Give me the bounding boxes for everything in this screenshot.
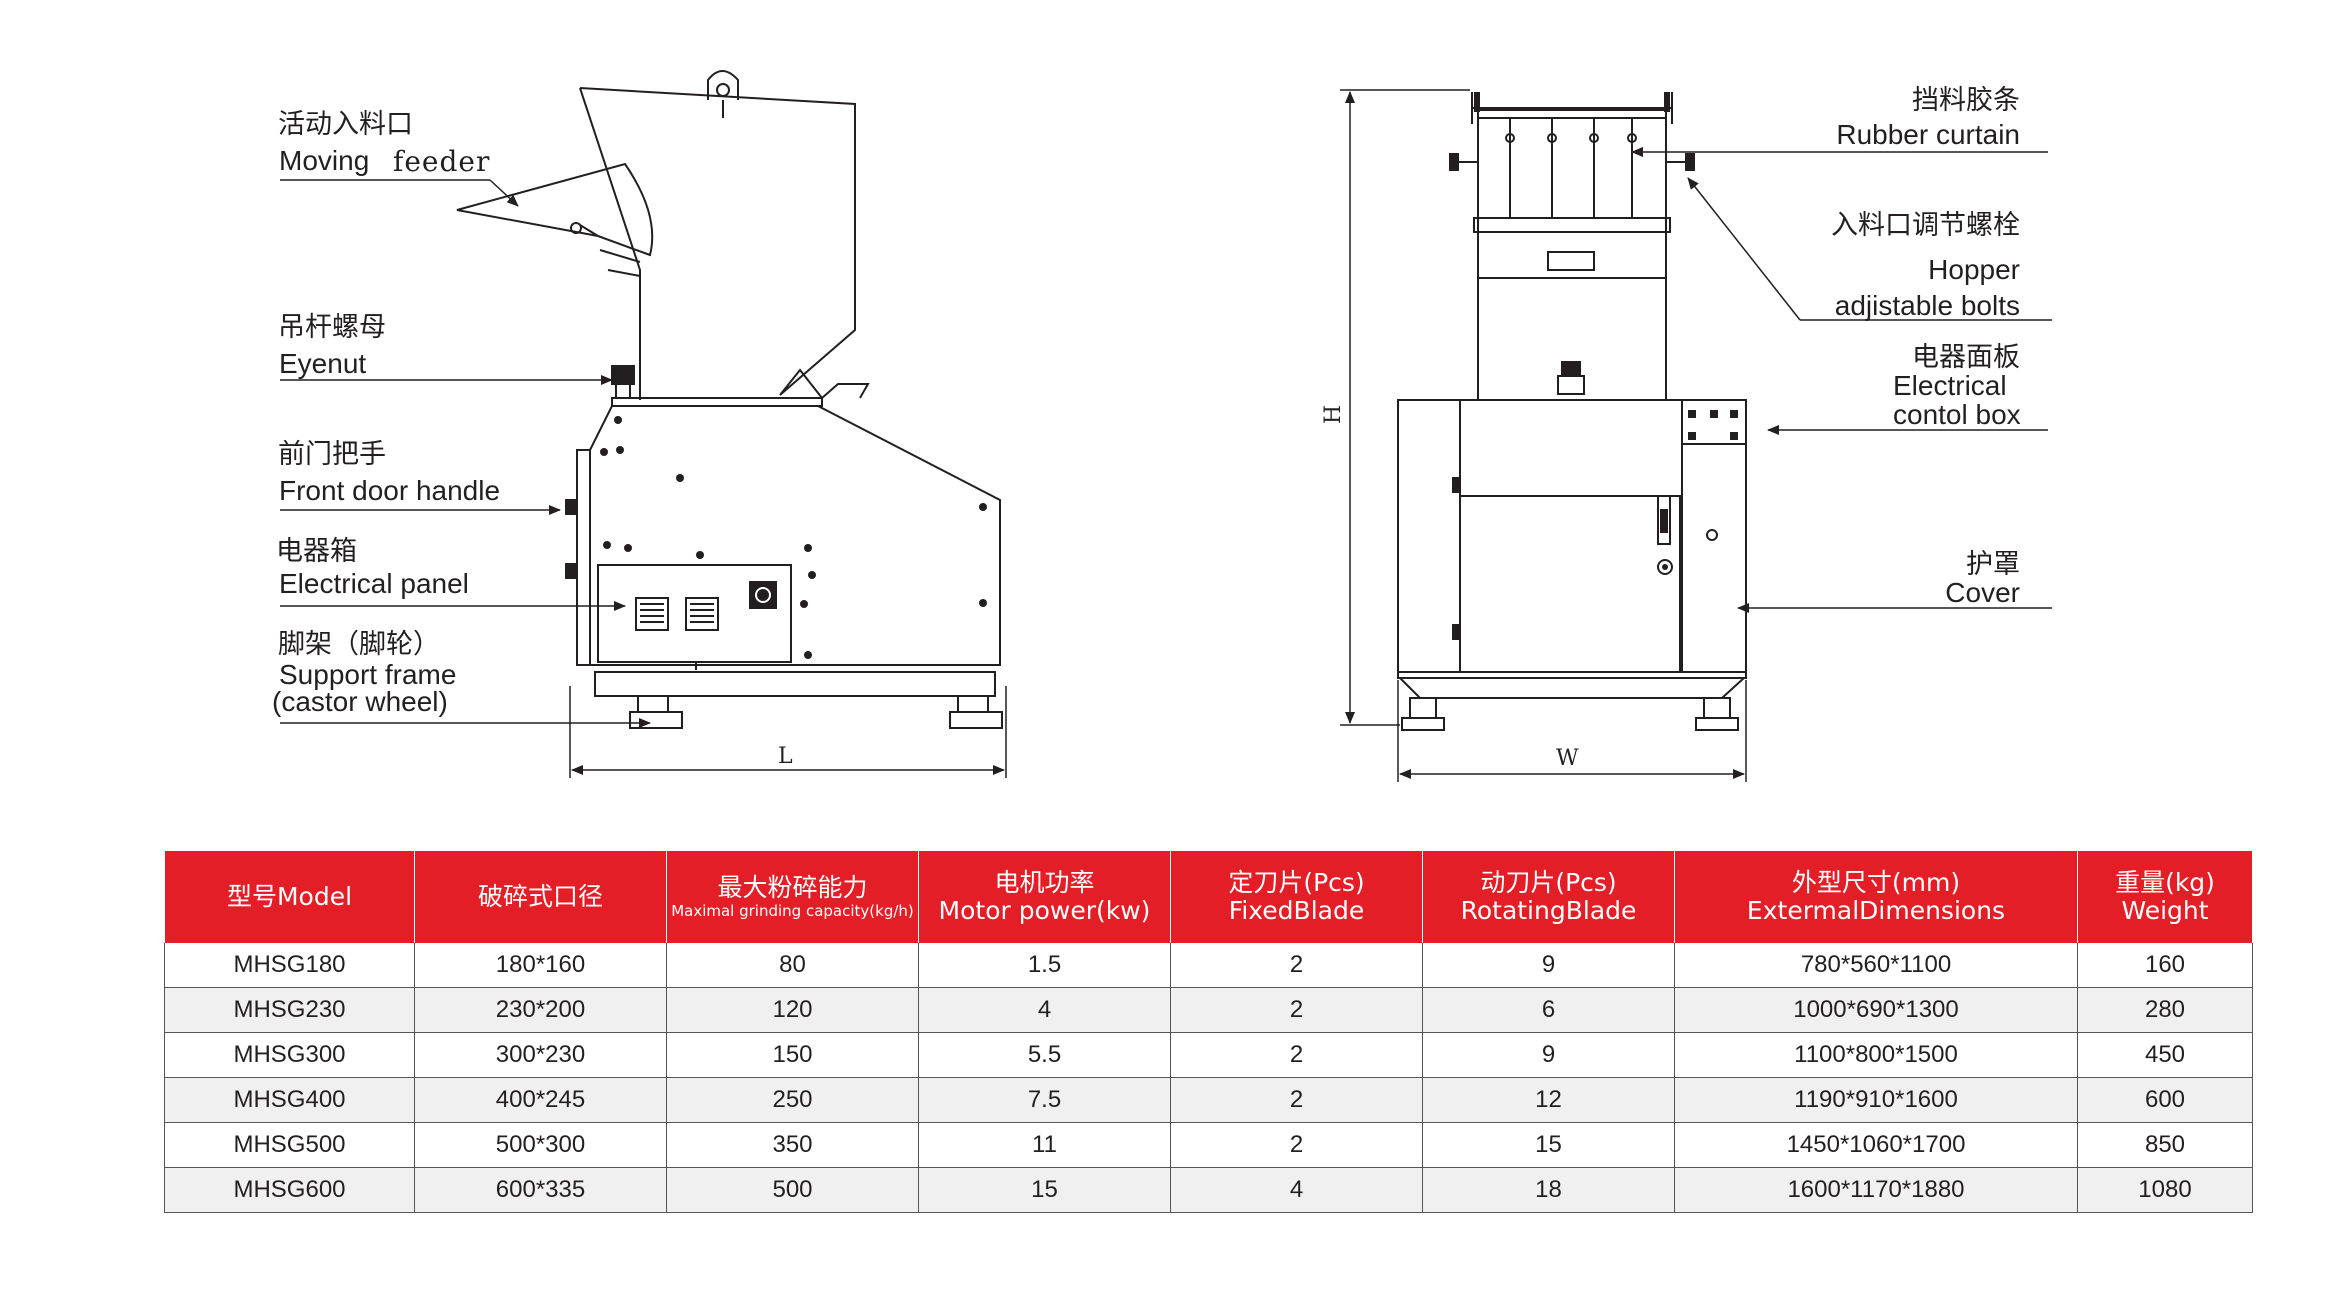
cell-fixed-blade: 2 <box>1170 1077 1423 1123</box>
moving-feeder-label-cn: 活动入料口 <box>278 109 413 140</box>
electrical-box-label-en2: contol box <box>1893 399 2021 430</box>
cell-fixed-blade: 2 <box>1170 1122 1423 1168</box>
header-weight: 重量(kg)Weight <box>2077 850 2253 943</box>
support-frame-label-en2: (castor wheel) <box>272 686 448 717</box>
table-row: MHSG500 500*300 350 11 2 15 1450*1060*17… <box>164 1122 2253 1168</box>
cell-fixed-blade: 2 <box>1170 942 1423 988</box>
electrical-panel-label-cn: 电器箱 <box>276 536 357 567</box>
cell-power: 4 <box>918 987 1171 1033</box>
moving-feeder-label-en: Moving <box>279 145 370 176</box>
front-view-leaders <box>1631 147 2052 613</box>
eyenut-label-cn: 吊杆螺母 <box>278 312 386 343</box>
cover-label-en: Cover <box>1945 577 2020 608</box>
cell-power: 1.5 <box>918 942 1171 988</box>
cell-power: 15 <box>918 1167 1171 1213</box>
cell-dimensions: 1450*1060*1700 <box>1674 1122 2078 1168</box>
cell-power: 11 <box>918 1122 1171 1168</box>
cell-model: MHSG230 <box>164 987 415 1033</box>
cell-rotating-blade: 9 <box>1422 1032 1675 1078</box>
hopper-bolts-label-en: Hopper <box>1928 254 2020 285</box>
cell-capacity: 150 <box>666 1032 919 1078</box>
cell-rotating-blade: 18 <box>1422 1167 1675 1213</box>
cell-weight: 1080 <box>2077 1167 2253 1213</box>
front-door-handle-label-cn: 前门把手 <box>278 439 386 470</box>
front-view-machine <box>1340 89 1747 782</box>
cell-fixed-blade: 2 <box>1170 987 1423 1033</box>
cell-power: 5.5 <box>918 1032 1171 1078</box>
technical-drawing: 活动入料口 Moving feeder 吊杆螺母 Eyenut 前门把手 Fro… <box>272 70 2052 782</box>
cell-rotating-blade: 15 <box>1422 1122 1675 1168</box>
cell-model: MHSG180 <box>164 942 415 988</box>
side-view-leaders <box>280 179 651 728</box>
cover-label-cn: 护罩 <box>1966 549 2020 580</box>
cell-capacity: 120 <box>666 987 919 1033</box>
electrical-panel-label-en: Electrical panel <box>279 568 469 599</box>
hopper-bolts-label-cn: 入料口调节螺栓 <box>1831 210 2020 241</box>
dimension-h-label: H <box>1321 404 1347 425</box>
cell-dimensions: 1600*1170*1880 <box>1674 1167 2078 1213</box>
cell-model: MHSG500 <box>164 1122 415 1168</box>
machine-drawing-svg <box>280 70 2052 782</box>
rubber-curtain-label-en: Rubber curtain <box>1836 119 2020 150</box>
cell-chamber: 400*245 <box>414 1077 667 1123</box>
side-view-machine <box>456 70 1007 778</box>
cell-model: MHSG300 <box>164 1032 415 1078</box>
cell-rotating-blade: 12 <box>1422 1077 1675 1123</box>
cell-chamber: 180*160 <box>414 942 667 988</box>
cell-capacity: 250 <box>666 1077 919 1123</box>
cell-chamber: 230*200 <box>414 987 667 1033</box>
support-frame-label-cn: 脚架（脚轮） <box>278 629 440 660</box>
cell-rotating-blade: 6 <box>1422 987 1675 1033</box>
table-row: MHSG400 400*245 250 7.5 2 12 1190*910*16… <box>164 1077 2253 1123</box>
cell-weight: 160 <box>2077 942 2253 988</box>
cell-capacity: 350 <box>666 1122 919 1168</box>
cell-model: MHSG400 <box>164 1077 415 1123</box>
cell-capacity: 500 <box>666 1167 919 1213</box>
cell-chamber: 500*300 <box>414 1122 667 1168</box>
cell-dimensions: 1100*800*1500 <box>1674 1032 2078 1078</box>
cell-weight: 450 <box>2077 1032 2253 1078</box>
header-fixed-blade: 定刀片(Pcs)FixedBlade <box>1170 850 1423 943</box>
table-row: MHSG230 230*200 120 4 2 6 1000*690*1300 … <box>164 987 2253 1033</box>
front-door-handle-label-en: Front door handle <box>279 475 501 506</box>
table-row: MHSG300 300*230 150 5.5 2 9 1100*800*150… <box>164 1032 2253 1078</box>
cell-weight: 280 <box>2077 987 2253 1033</box>
cell-rotating-blade: 9 <box>1422 942 1675 988</box>
header-model: 型号Model <box>164 850 415 943</box>
header-crushing-chamber: 破碎式口径 <box>414 850 667 943</box>
cell-dimensions: 1190*910*1600 <box>1674 1077 2078 1123</box>
dimension-w-label: W <box>1556 746 1579 771</box>
cell-power: 7.5 <box>918 1077 1171 1123</box>
cell-dimensions: 780*560*1100 <box>1674 942 2078 988</box>
cell-chamber: 300*230 <box>414 1032 667 1078</box>
cell-weight: 850 <box>2077 1122 2253 1168</box>
electrical-box-label-cn: 电器面板 <box>1912 342 2020 373</box>
hopper-bolts-label-en2: adjistable bolts <box>1834 290 2020 321</box>
header-rotating-blade: 动刀片(Pcs)RotatingBlade <box>1422 850 1675 943</box>
support-frame-label-en: Support frame <box>279 659 457 690</box>
table-row: MHSG180 180*160 80 1.5 2 9 780*560*1100 … <box>164 942 2253 988</box>
cell-fixed-blade: 2 <box>1170 1032 1423 1078</box>
table-row: MHSG600 600*335 500 15 4 18 1600*1170*18… <box>164 1167 2253 1213</box>
eyenut-label-en: Eyenut <box>279 348 367 379</box>
cell-fixed-blade: 4 <box>1170 1167 1423 1213</box>
cell-chamber: 600*335 <box>414 1167 667 1213</box>
dimension-l-label: L <box>778 744 793 769</box>
cell-capacity: 80 <box>666 942 919 988</box>
electrical-box-label-en: Electrical <box>1893 370 2007 401</box>
moving-feeder-label-en2: feeder <box>393 145 491 178</box>
rubber-curtain-label-cn: 挡料胶条 <box>1912 85 2020 116</box>
cell-dimensions: 1000*690*1300 <box>1674 987 2078 1033</box>
cell-model: MHSG600 <box>164 1167 415 1213</box>
cell-weight: 600 <box>2077 1077 2253 1123</box>
header-dimensions: 外型尺寸(mm)ExtermalDimensions <box>1674 850 2078 943</box>
